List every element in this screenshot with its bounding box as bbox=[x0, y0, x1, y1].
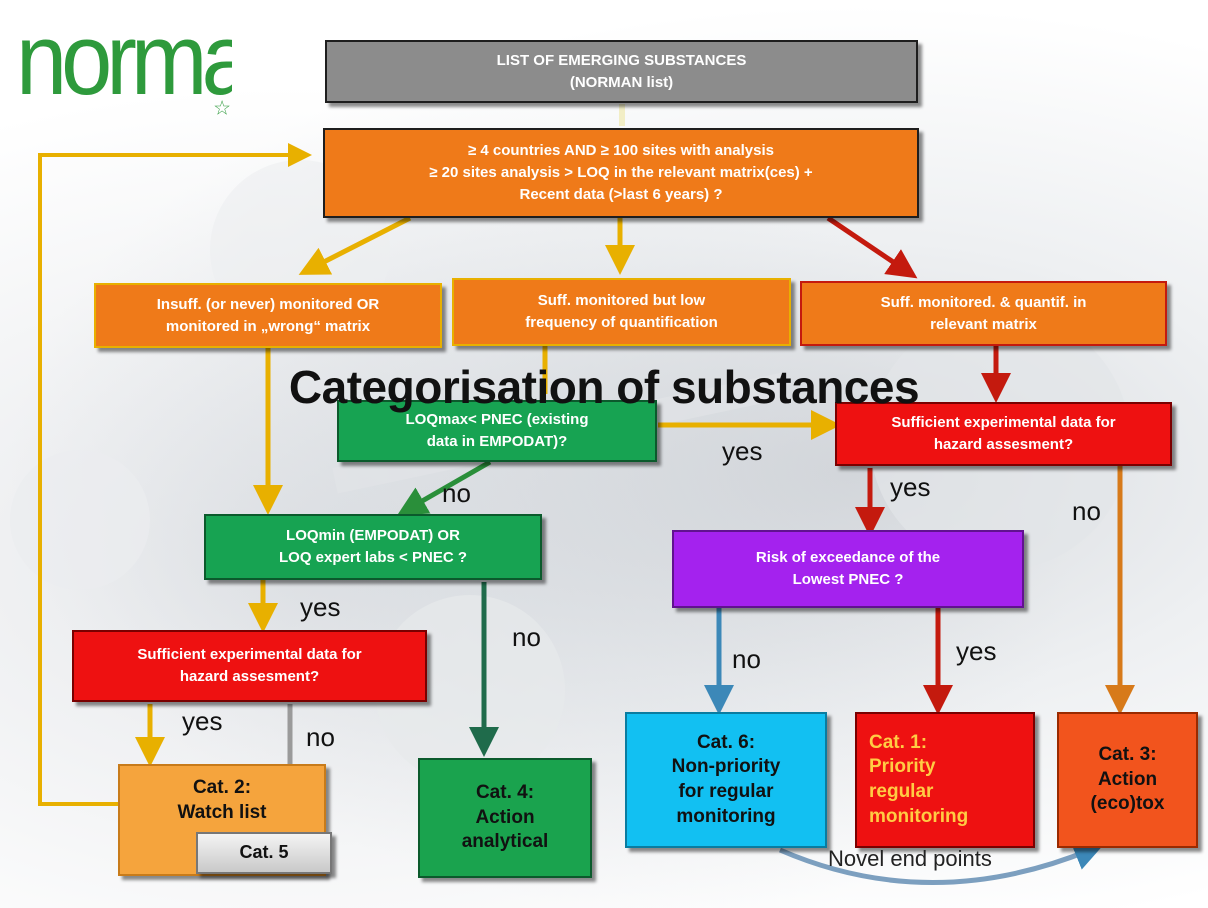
experimental-data-right-box: Sufficient experimental data for hazard … bbox=[835, 402, 1172, 466]
label-no-exp-right: no bbox=[1072, 496, 1101, 526]
insufficiently-monitored-box: Insuff. (or never) monitored OR monitore… bbox=[94, 283, 442, 348]
emerging-substances-list-box: LIST OF EMERGING SUBSTANCES (NORMAN list… bbox=[325, 40, 918, 103]
category-6-non-priority: Cat. 6: Non-priority for regular monitor… bbox=[625, 712, 827, 848]
sufficiently-quantified-box: Suff. monitored. & quantif. in relevant … bbox=[800, 281, 1167, 346]
label-no-loqmax: no bbox=[442, 478, 471, 508]
novel-end-points-label: Novel end points bbox=[828, 846, 992, 871]
monitoring-criteria-box: ≥ 4 countries AND ≥ 100 sites with analy… bbox=[323, 128, 919, 218]
label-yes-exp-right: yes bbox=[890, 472, 931, 502]
category-5: Cat. 5 bbox=[196, 832, 332, 874]
category-4-action-analytical: Cat. 4: Action analytical bbox=[418, 758, 592, 878]
label-yes-loqmax: yes bbox=[722, 436, 763, 466]
norman-logo: norman ★ bbox=[16, 6, 232, 119]
label-no-loqmin: no bbox=[512, 622, 541, 652]
label-yes-exp-left: yes bbox=[182, 706, 223, 736]
label-no-risk: no bbox=[732, 644, 761, 674]
label-no-exp-left: no bbox=[306, 722, 335, 752]
loqmax-pnec-box: LOQmax< PNEC (existing data in EMPODAT)? bbox=[337, 400, 657, 462]
svg-text:★: ★ bbox=[214, 98, 230, 119]
label-yes-loqmin: yes bbox=[300, 592, 341, 622]
category-1-priority: Cat. 1: Priority regular monitoring bbox=[855, 712, 1035, 848]
experimental-data-left-box: Sufficient experimental data for hazard … bbox=[72, 630, 427, 702]
svg-text:norman: norman bbox=[16, 6, 232, 116]
loqmin-pnec-box: LOQmin (EMPODAT) OR LOQ expert labs < PN… bbox=[204, 514, 542, 580]
risk-of-exceedance-box: Risk of exceedance of the Lowest PNEC ? bbox=[672, 530, 1024, 608]
low-frequency-quantification-box: Suff. monitored but low frequency of qua… bbox=[452, 278, 791, 346]
category-3-action-ecotox: Cat. 3: Action (eco)tox bbox=[1057, 712, 1198, 848]
label-yes-risk: yes bbox=[956, 636, 997, 666]
diagram-title: Categorisation of substances bbox=[288, 361, 920, 413]
